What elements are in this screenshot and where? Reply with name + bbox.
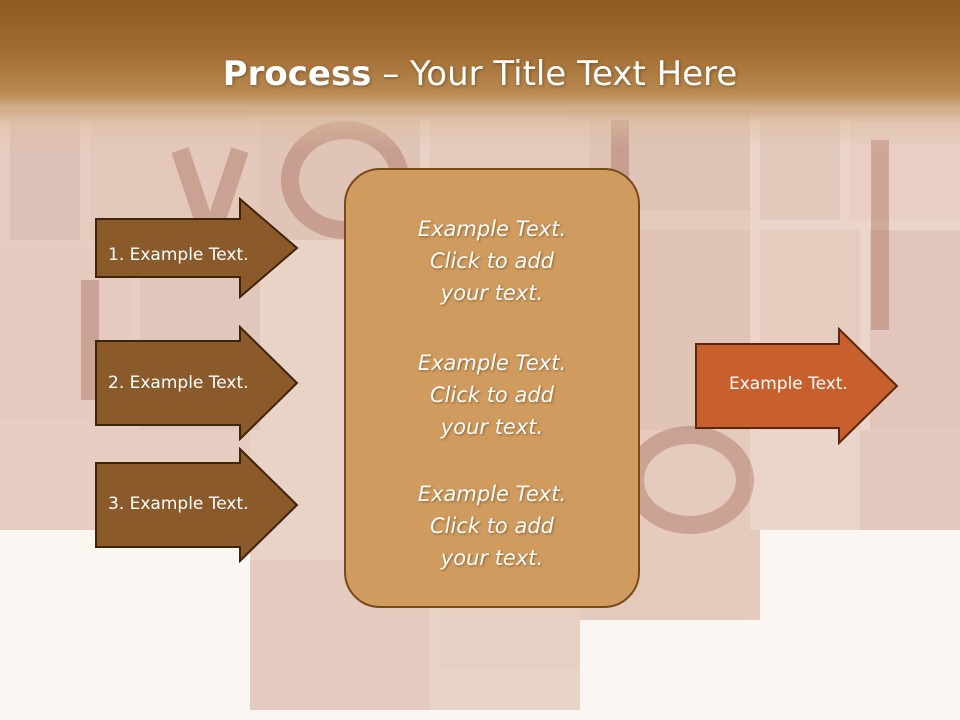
right-arrow[interactable]: [694, 327, 900, 445]
center-paragraph-2-line-2: Click to add: [429, 383, 554, 407]
left-arrow-1-label: 1. Example Text.: [108, 245, 249, 265]
left-arrow-3-label: 3. Example Text.: [108, 494, 249, 514]
center-paragraph-3-line-1: Example Text.: [417, 482, 567, 506]
left-arrow-2[interactable]: [94, 325, 300, 441]
center-paragraph-3-line-2: Click to add: [429, 514, 554, 538]
center-paragraph-1-line-1: Example Text.: [417, 217, 567, 241]
left-arrow-3[interactable]: [94, 447, 300, 563]
left-arrow-1[interactable]: [94, 197, 300, 299]
center-paragraph-1-line-3: your text.: [440, 281, 544, 305]
center-paragraph-3: Example Text. Click to add your text.: [344, 478, 640, 574]
title-bold-part: Process: [222, 54, 372, 94]
center-paragraph-2-line-1: Example Text.: [417, 351, 567, 375]
center-paragraph-3-line-3: your text.: [440, 546, 544, 570]
right-arrow-label: Example Text.: [729, 374, 848, 394]
title-banner: [0, 0, 960, 150]
center-text-box[interactable]: [344, 168, 640, 608]
center-paragraph-2-line-3: your text.: [440, 415, 544, 439]
center-paragraph-1-line-2: Click to add: [429, 249, 554, 273]
title-rest-part: – Your Title Text Here: [371, 54, 738, 94]
left-arrow-2-label: 2. Example Text.: [108, 373, 249, 393]
center-paragraph-2: Example Text. Click to add your text.: [344, 347, 640, 443]
center-paragraph-1: Example Text. Click to add your text.: [344, 213, 640, 309]
slide-title: Process – Your Title Text Here: [0, 52, 960, 96]
